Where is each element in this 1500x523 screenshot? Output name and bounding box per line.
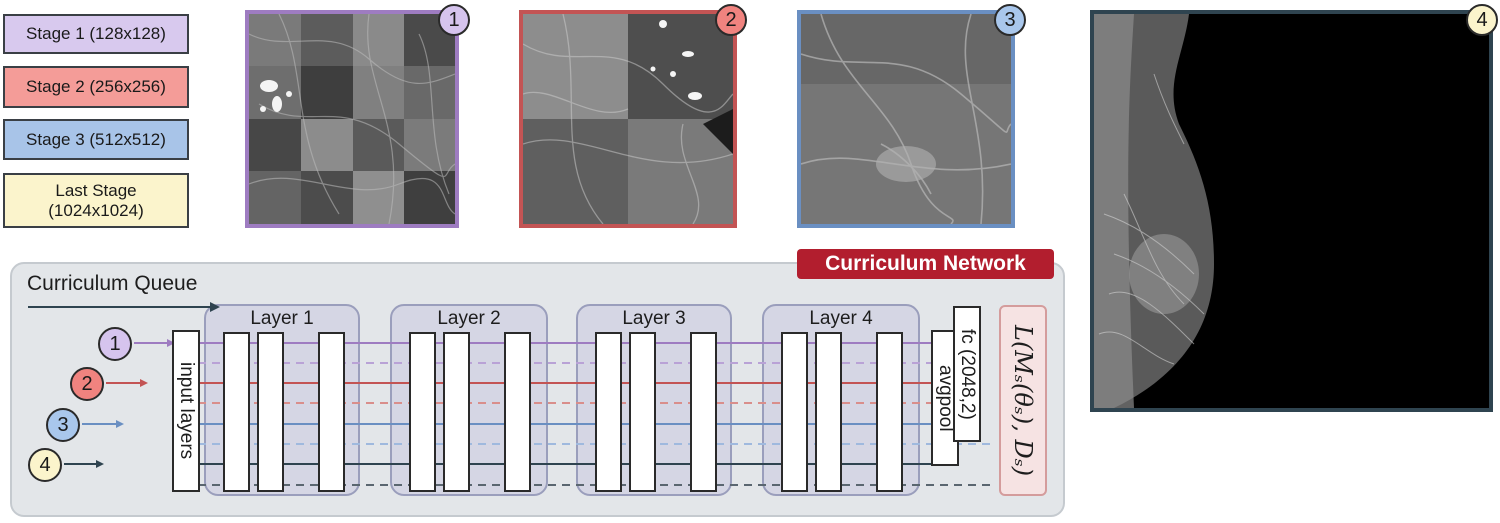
layer-4-conv-bar xyxy=(876,332,903,492)
legend-stage-1-label: Stage 1 (128x128) xyxy=(26,24,166,43)
layer-4-title: Layer 4 xyxy=(809,308,873,329)
legend-stage-2: Stage 2 (256x256) xyxy=(3,66,189,108)
stage-2-patch-grid xyxy=(519,10,737,228)
layer-2-conv-bar xyxy=(409,332,436,492)
legend-stage-3-label: Stage 3 (512x512) xyxy=(26,129,166,149)
layer-3-conv-bar xyxy=(690,332,717,492)
layer-1-conv-bar xyxy=(223,332,250,492)
avgpool-label: avgpool xyxy=(935,364,956,432)
curriculum-queue-label: Curriculum Queue xyxy=(27,272,198,295)
legend-last-stage-label: Last Stage (1024x1024) xyxy=(48,180,144,220)
layer-4-conv-bar xyxy=(781,332,808,492)
queue-stage-4-badge-number: 4 xyxy=(39,453,51,476)
full-mammogram-image xyxy=(1094,14,1489,408)
layer-3-title: Layer 3 xyxy=(622,308,686,329)
stage-3-badge-number: 3 xyxy=(1004,8,1016,31)
layer-3-conv-bar xyxy=(595,332,622,492)
stage-3-mammogram-patch xyxy=(801,14,1011,224)
queue-stage-2-badge-number: 2 xyxy=(81,372,93,395)
queue-stage-3-badge: 3 xyxy=(46,408,80,442)
queue-stage-1-badge: 1 xyxy=(98,327,132,361)
legend-stage-3: Stage 3 (512x512) xyxy=(3,119,189,160)
input-layers-label: input layers xyxy=(176,362,197,460)
stage-3-patch xyxy=(797,10,1015,228)
layer-1-conv-bar xyxy=(257,332,284,492)
stage-1-badge: 1 xyxy=(438,4,470,36)
queue-stage-3-badge-number: 3 xyxy=(57,413,69,436)
stage-3-badge: 3 xyxy=(994,4,1026,36)
loss-formula: L(Mₛ(θₛ), Dₛ) xyxy=(1009,324,1037,477)
layer-2-conv-bar xyxy=(504,332,531,492)
legend-last-stage: Last Stage (1024x1024) xyxy=(3,173,189,228)
layer-3-conv-bar xyxy=(629,332,656,492)
queue-stage-2-badge: 2 xyxy=(70,367,104,401)
stage-4-badge-number: 4 xyxy=(1476,8,1488,31)
fc-block: fc (2048,2) xyxy=(953,306,981,442)
stage-2-badge-number: 2 xyxy=(725,8,737,31)
legend-stage-2-label: Stage 2 (256x256) xyxy=(26,77,166,96)
input-layers-block: input layers xyxy=(172,330,200,492)
layer-1-conv-bar xyxy=(318,332,345,492)
stage-1-badge-number: 1 xyxy=(448,8,460,31)
stage-2-mammogram-patches xyxy=(523,14,733,224)
stage-4-badge: 4 xyxy=(1466,4,1498,36)
queue-stage-1-badge-number: 1 xyxy=(109,332,121,355)
stage-1-patch-grid xyxy=(245,10,459,228)
legend-stage-1: Stage 1 (128x128) xyxy=(3,14,189,54)
curriculum-network-title-text: Curriculum Network xyxy=(825,252,1026,275)
layer-2-title: Layer 2 xyxy=(437,308,501,329)
layer-2-conv-bar xyxy=(443,332,470,492)
full-mammogram xyxy=(1090,10,1493,412)
layer-1-title: Layer 1 xyxy=(250,308,314,329)
queue-stage-4-badge: 4 xyxy=(28,448,62,482)
stage-1-mammogram-patches xyxy=(249,14,455,224)
curriculum-network-title: Curriculum Network xyxy=(797,249,1054,279)
fc-label: fc (2048,2) xyxy=(957,328,978,420)
stage-2-badge: 2 xyxy=(715,4,747,36)
loss-block: L(Mₛ(θₛ), Dₛ) xyxy=(999,305,1047,496)
layer-4-conv-bar xyxy=(815,332,842,492)
